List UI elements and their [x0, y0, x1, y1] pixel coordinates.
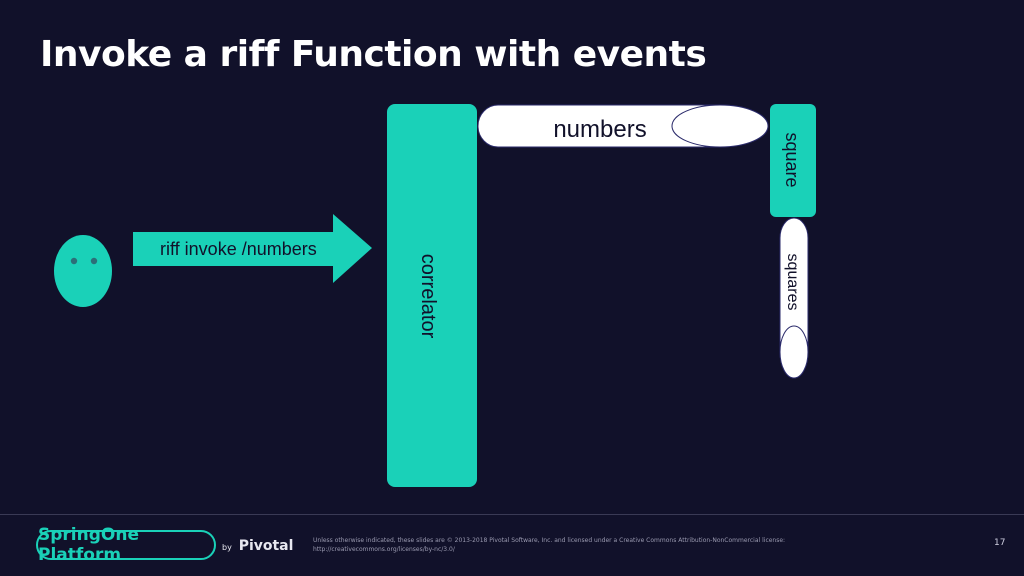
pivotal-byline: by Pivotal [222, 538, 293, 554]
license-notice: Unless otherwise indicated, these slides… [313, 536, 833, 554]
numbers-topic-label: numbers [553, 116, 646, 143]
square-function-box[interactable] [770, 104, 816, 217]
company-name: Pivotal [238, 538, 294, 554]
correlator-box[interactable] [387, 104, 477, 487]
invoke-arrow-label: riff invoke /numbers [160, 239, 317, 259]
footer-divider [0, 514, 1024, 515]
event-flow-diagram: riff invoke /numbers correlator numbers … [54, 104, 816, 487]
brand-name: SpringOne Platform [38, 525, 139, 565]
squares-topic[interactable] [779, 217, 809, 379]
square-function-label: square [782, 132, 802, 187]
numbers-topic[interactable] [477, 104, 769, 148]
squares-topic-label: squares [784, 254, 801, 311]
user-face-icon [54, 235, 112, 307]
license-line-1: Unless otherwise indicated, these slides… [313, 537, 786, 544]
license-line-2: http://creativecommons.org/licenses/by-n… [313, 546, 455, 553]
correlator-label: correlator [417, 254, 439, 339]
byline-by: by [222, 543, 232, 552]
page-number: 17 [994, 538, 1006, 548]
slide-title: Invoke a riff Function with events [40, 34, 707, 75]
invoke-arrow [133, 214, 372, 283]
springone-platform-logo: SpringOne Platform [36, 525, 216, 565]
